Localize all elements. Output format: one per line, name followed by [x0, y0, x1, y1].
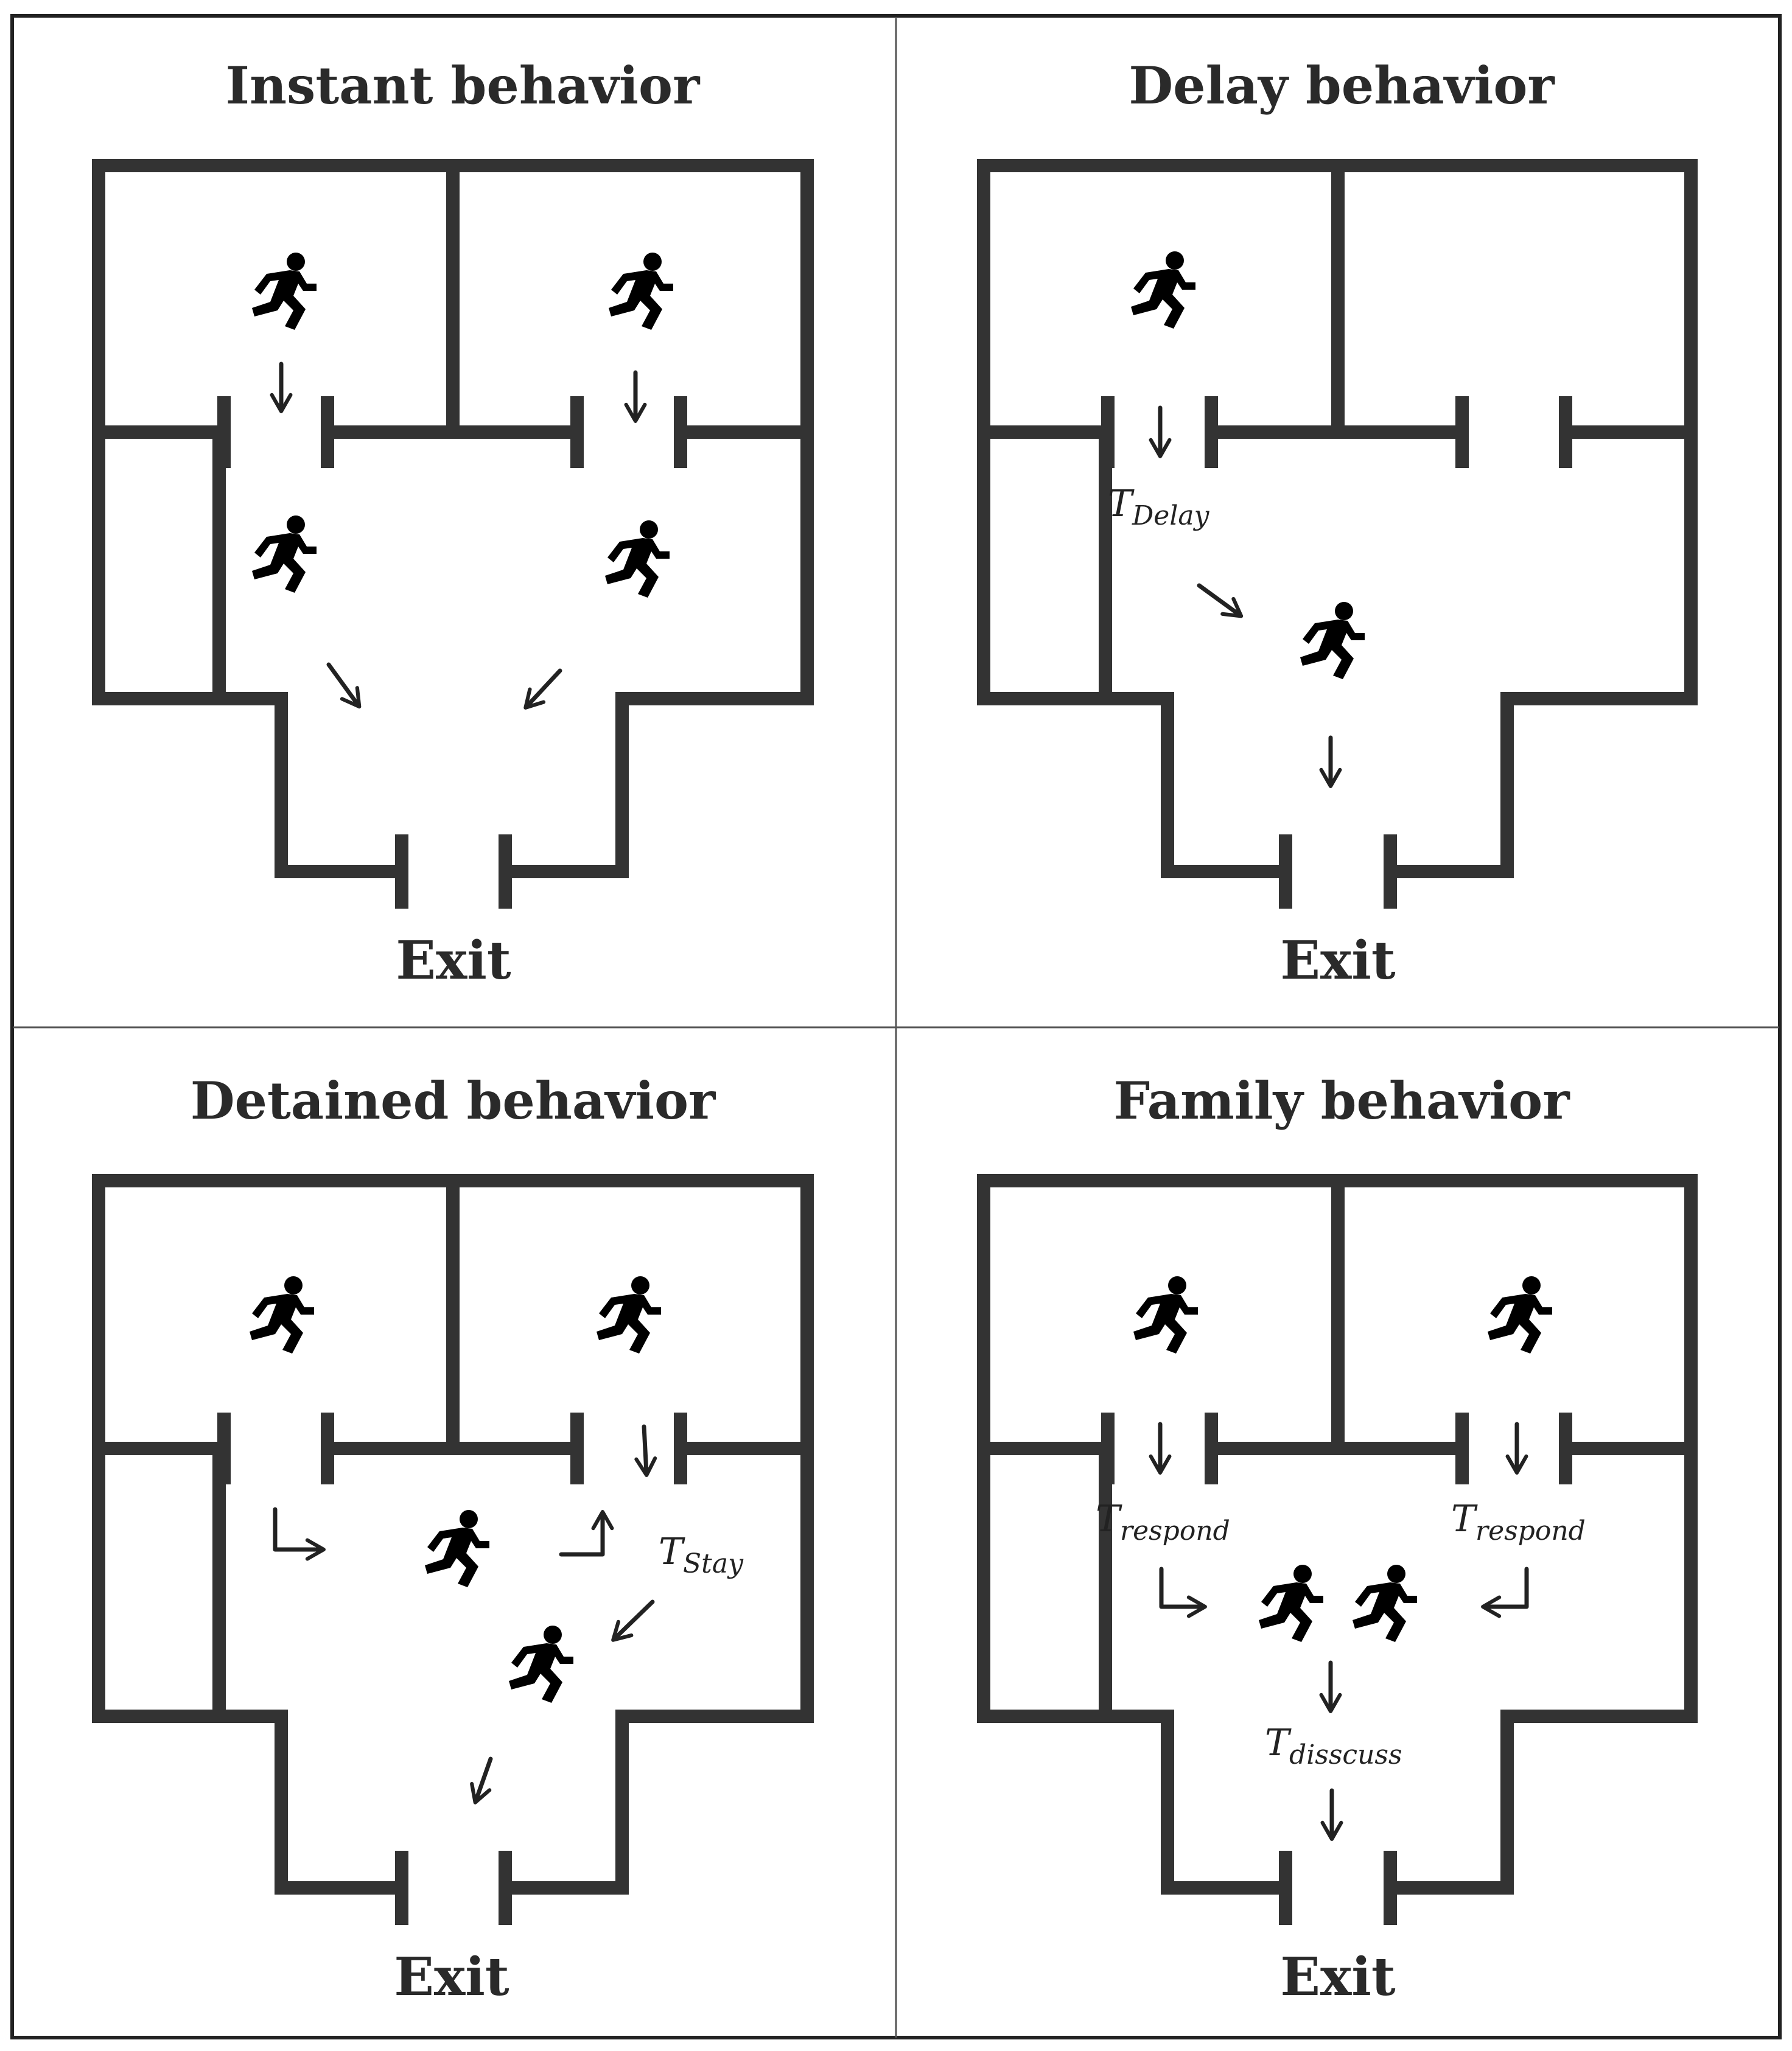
floor-plan: [977, 159, 1698, 909]
respond-time-label-left: Trespond: [1096, 1498, 1230, 1546]
running-person-icon: [597, 1276, 661, 1354]
panel-title: Family behavior: [1114, 1071, 1571, 1131]
running-person-icon: [1133, 1276, 1198, 1354]
panel-title: Delay behavior: [1129, 55, 1555, 116]
exit-label: Exit: [1280, 1946, 1395, 2008]
running-person-icon: [509, 1626, 573, 1703]
panel-family-behavior: Family behavior Trespond Trespond Tdissc…: [977, 1071, 1698, 2008]
floor-plan: [977, 1174, 1698, 1925]
floor-plan: [92, 159, 814, 909]
floor-plan: [92, 1174, 814, 1925]
panel-title: Detained behavior: [191, 1071, 716, 1131]
running-person-icon: [252, 515, 317, 593]
arrow-icon: [523, 668, 562, 710]
running-person-icon: [1131, 251, 1195, 329]
arrow-icon: [273, 1507, 326, 1561]
arrow-icon: [1481, 1567, 1529, 1618]
running-person-icon: [605, 520, 670, 598]
arrow-icon: [470, 1756, 493, 1805]
stay-time-label: TStay: [659, 1531, 744, 1579]
exit-label: Exit: [396, 930, 511, 991]
arrow-icon: [1159, 1567, 1207, 1618]
panel-instant-behavior: Instant behavior Exit: [92, 55, 814, 991]
running-person-icon: [1488, 1276, 1552, 1354]
running-person-icon: [252, 253, 317, 330]
exit-label: Exit: [394, 1946, 509, 2008]
running-person-icon: [1353, 1565, 1417, 1642]
running-person-icon: [1259, 1565, 1323, 1642]
arrow-icon: [611, 1599, 655, 1642]
discuss-time-label: Tdisscuss: [1265, 1722, 1402, 1770]
panel-detained-behavior: Detained behavior TStay Exit: [92, 1071, 814, 2008]
arrow-icon: [559, 1510, 614, 1557]
arrow-icon: [634, 1424, 657, 1477]
running-person-icon: [1300, 602, 1365, 679]
exit-label: Exit: [1280, 930, 1395, 991]
arrow-icon: [326, 662, 362, 709]
arrow-icon: [1197, 583, 1244, 618]
panel-title: Instant behavior: [226, 55, 701, 116]
running-person-icon: [609, 253, 673, 330]
panel-delay-behavior: Delay behavior TDelay Exit: [977, 55, 1698, 991]
running-person-icon: [425, 1510, 489, 1587]
delay-time-label: TDelay: [1108, 483, 1210, 531]
running-person-icon: [250, 1276, 314, 1354]
respond-time-label-right: Trespond: [1451, 1498, 1586, 1546]
